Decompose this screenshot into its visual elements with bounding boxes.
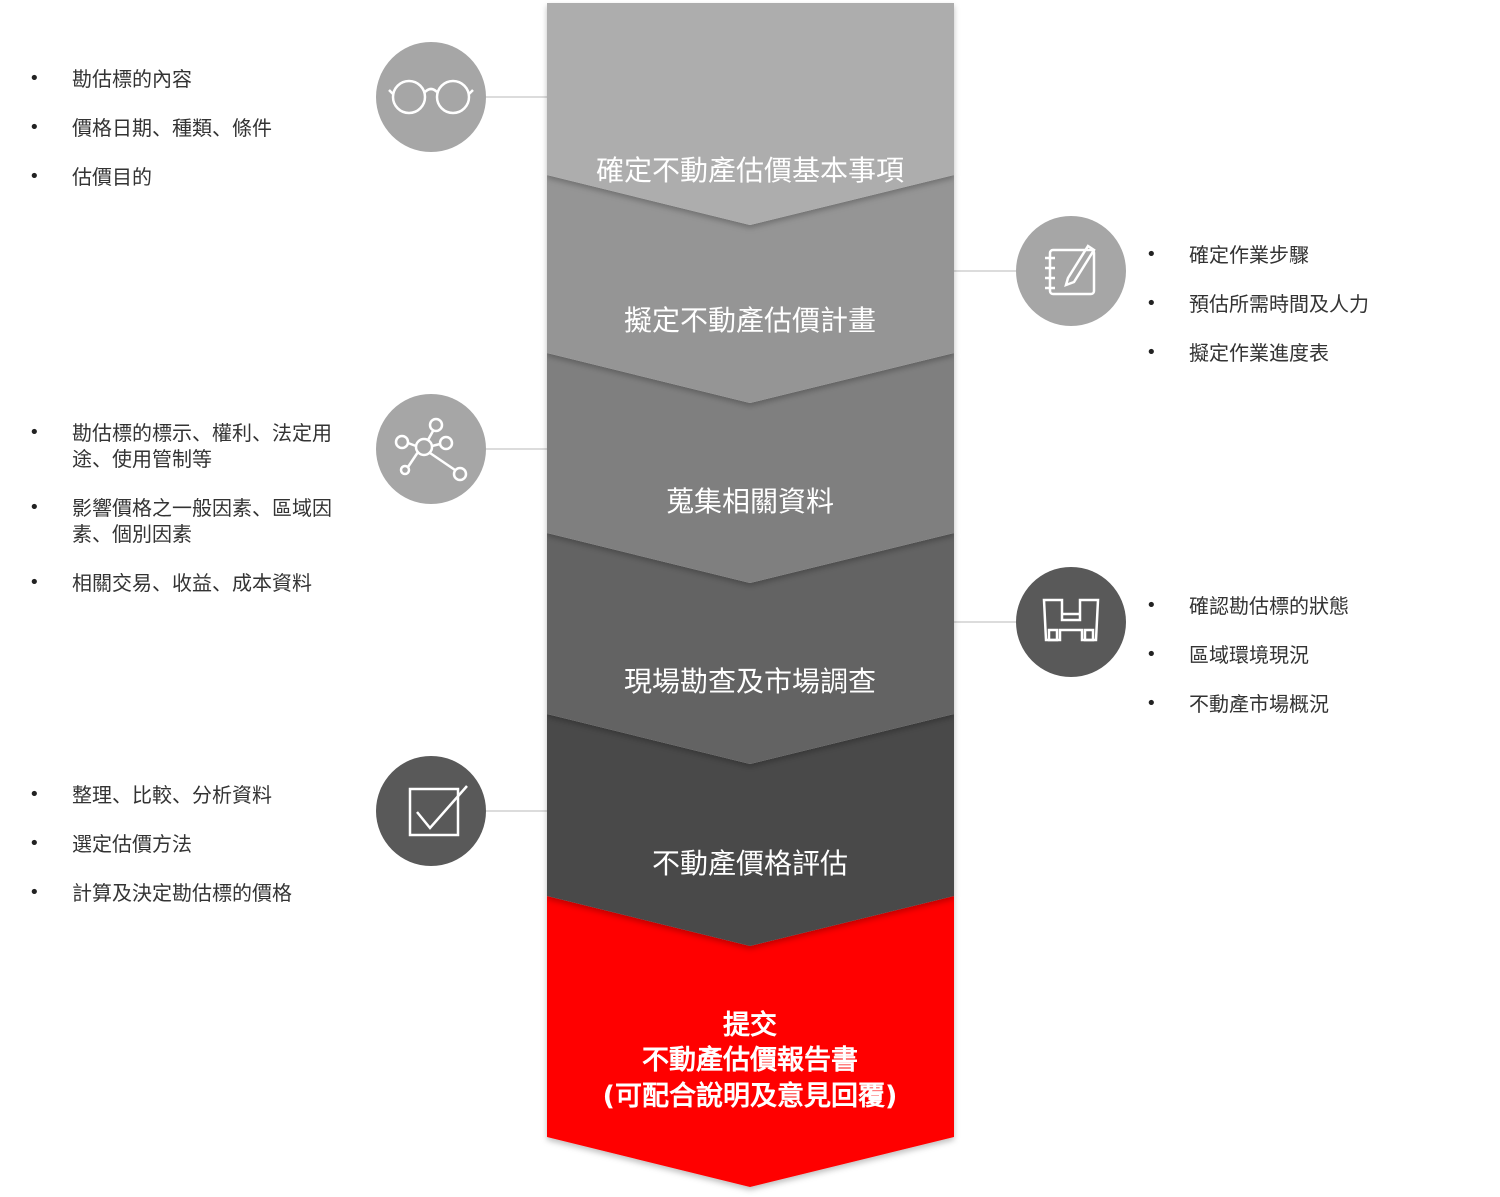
step-3-collect-data: 蒐集相關資料	[547, 353, 954, 583]
step-3-label: 蒐集相關資料	[666, 485, 834, 518]
step-6-line-1: 提交	[723, 1009, 777, 1041]
list-item: 不動產市場概況	[1146, 691, 1476, 717]
list-item: 區域環境現況	[1146, 642, 1476, 668]
list-item: 勘估標的內容	[29, 66, 359, 92]
glasses-icon	[376, 42, 486, 152]
step-1-label: 確定不動產估價基本事項	[596, 154, 904, 187]
connectors	[486, 96, 1016, 812]
step-4-site-survey: 現場勘查及市場調查	[547, 533, 954, 764]
list-item: 估價目的	[29, 164, 359, 190]
list-item: 勘估標的標示、權利、法定用途、使用管制等	[29, 420, 364, 472]
step-2-plan: 擬定不動產估價計畫	[547, 175, 954, 403]
collect-items-list: 勘估標的標示、權利、法定用途、使用管制等 影響價格之一般因素、區域因素、個別因素…	[29, 420, 364, 619]
list-item: 確定作業步驟	[1146, 242, 1476, 268]
list-item: 影響價格之一般因素、區域因素、個別因素	[29, 495, 364, 547]
step-4-label: 現場勘查及市場調查	[624, 665, 876, 698]
step-1-basic-items: 確定不動產估價基本事項	[547, 3, 954, 225]
list-item: 選定估價方法	[29, 831, 359, 857]
list-item: 擬定作業進度表	[1146, 340, 1476, 366]
network-icon	[376, 394, 486, 504]
checkbox-icon	[376, 756, 486, 866]
list-item: 確認勘估標的狀態	[1146, 593, 1476, 619]
survey-items-list: 確認勘估標的狀態 區域環境現況 不動產市場概況	[1146, 593, 1476, 740]
list-item: 預估所需時間及人力	[1146, 291, 1476, 317]
list-item: 計算及決定勘估標的價格	[29, 880, 359, 906]
binoculars-icon	[1016, 567, 1126, 677]
step-5-price-evaluation: 不動產價格評估	[547, 714, 954, 946]
plan-items-list: 確定作業步驟 預估所需時間及人力 擬定作業進度表	[1146, 242, 1476, 389]
step-5-label: 不動產價格評估	[652, 847, 848, 880]
process-steps: 提交 不動產估價報告書 (可配合說明及意見回覆) 不動產價格評估 現場勘查及市場…	[547, 3, 954, 1187]
evaluate-items-list: 整理、比較、分析資料 選定估價方法 計算及決定勘估標的價格	[29, 782, 359, 929]
list-item: 整理、比較、分析資料	[29, 782, 359, 808]
step-6-line-3: (可配合說明及意見回覆)	[603, 1080, 898, 1112]
basic-items-list: 勘估標的內容 價格日期、種類、條件 估價目的	[29, 66, 359, 213]
notepad-pencil-icon	[1016, 216, 1126, 326]
step-6-line-2: 不動產估價報告書	[642, 1044, 858, 1076]
list-item: 價格日期、種類、條件	[29, 115, 359, 141]
step-2-label: 擬定不動產估價計畫	[624, 304, 876, 337]
list-item: 相關交易、收益、成本資料	[29, 570, 364, 596]
step-6-submit-report: 提交 不動產估價報告書 (可配合說明及意見回覆)	[547, 896, 954, 1187]
